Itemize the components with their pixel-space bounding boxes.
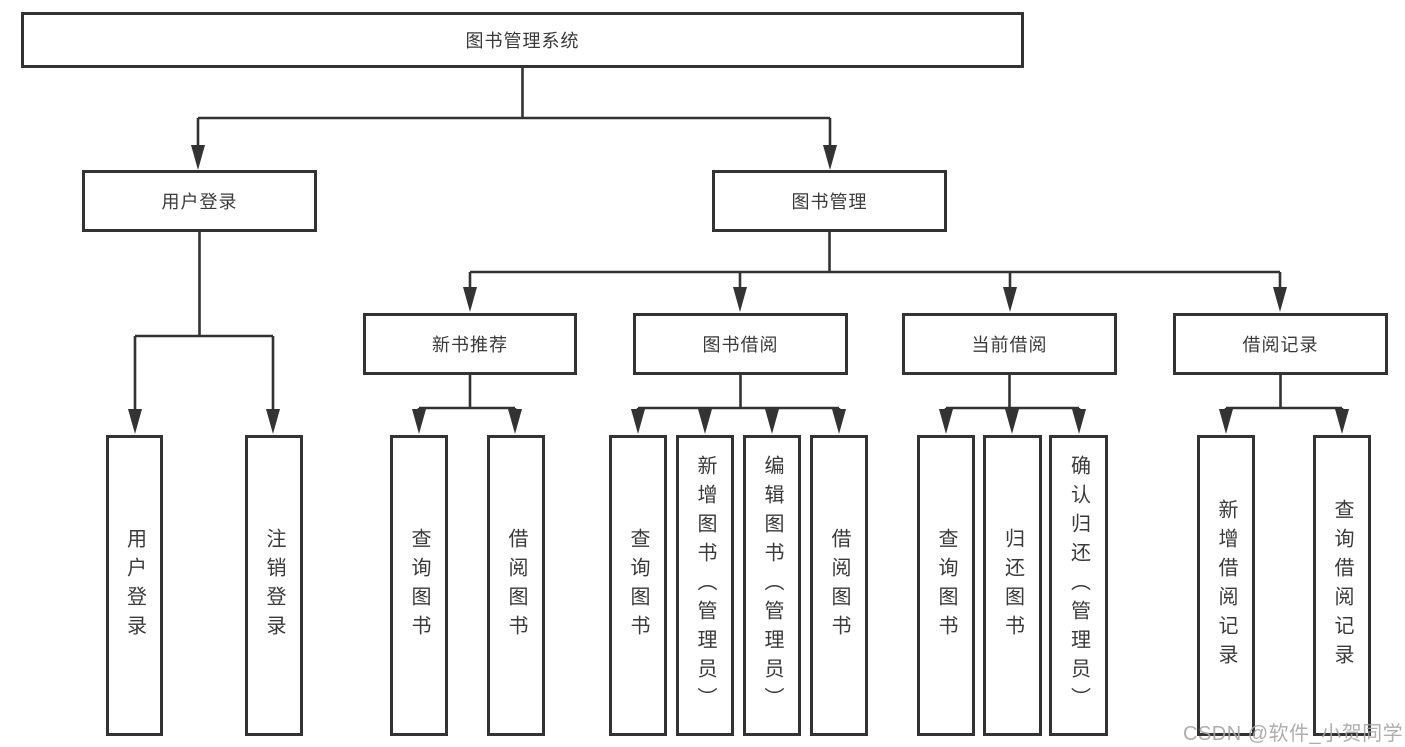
leaf-recommend-query-books-label: 查询图书 (408, 527, 430, 644)
csdn-watermark: CSDN @软件_小贺同学 (1183, 723, 1404, 745)
leaf-current-confirm-return-label: 确认归还（管理员） (1067, 455, 1090, 716)
leaf-recommend-query-books: 查询图书 (390, 435, 448, 736)
node-user-login: 用户登录 (82, 170, 317, 232)
node-book-borrowing: 图书借阅 (633, 313, 848, 375)
node-current-borrowing-label: 当前借阅 (971, 335, 1048, 355)
leaf-borrowing-borrow-books-label: 借阅图书 (828, 527, 850, 644)
leaf-records-add-record: 新增借阅记录 (1197, 435, 1255, 736)
leaf-current-return-books: 归还图书 (983, 435, 1042, 736)
leaf-borrowing-borrow-books: 借阅图书 (810, 435, 868, 736)
leaf-current-return-books-label: 归还图书 (1001, 527, 1024, 644)
leaf-records-query-record-label: 查询借阅记录 (1331, 498, 1353, 673)
leaf-records-add-record-label: 新增借阅记录 (1215, 498, 1237, 673)
leaf-borrowing-add-books: 新增图书（管理员） (676, 435, 734, 736)
node-root-label: 图书管理系统 (465, 31, 580, 51)
leaf-recommend-borrow-books: 借阅图书 (487, 435, 545, 736)
leaf-borrowing-query-books: 查询图书 (609, 435, 667, 736)
leaf-current-query-books-label: 查询图书 (935, 527, 957, 644)
node-root: 图书管理系统 (21, 12, 1024, 68)
leaf-user-login-label: 用户登录 (123, 527, 146, 644)
leaf-records-query-record: 查询借阅记录 (1313, 435, 1371, 736)
leaf-user-login: 用户登录 (106, 435, 163, 736)
node-book-borrowing-label: 图书借阅 (702, 335, 779, 355)
leaf-current-confirm-return: 确认归还（管理员） (1049, 435, 1108, 736)
leaf-borrowing-query-books-label: 查询图书 (627, 527, 649, 644)
leaf-borrowing-edit-books: 编辑图书（管理员） (743, 435, 801, 736)
leaf-current-query-books: 查询图书 (917, 435, 975, 736)
node-borrowing-records-label: 借阅记录 (1242, 335, 1319, 355)
node-borrowing-records: 借阅记录 (1173, 313, 1388, 375)
leaf-borrowing-add-books-label: 新增图书（管理员） (694, 455, 716, 716)
node-new-book-recommend: 新书推荐 (363, 313, 577, 375)
leaf-borrowing-edit-books-label: 编辑图书（管理员） (761, 455, 783, 716)
node-book-management: 图书管理 (712, 170, 947, 232)
arrowheads (128, 145, 1349, 434)
node-current-borrowing: 当前借阅 (902, 313, 1117, 375)
node-user-login-label: 用户登录 (161, 192, 238, 212)
node-book-management-label: 图书管理 (791, 192, 868, 212)
leaf-logout-label: 注销登录 (263, 527, 285, 644)
node-new-book-recommend-label: 新书推荐 (432, 335, 508, 355)
leaf-recommend-borrow-books-label: 借阅图书 (505, 527, 527, 644)
leaf-logout: 注销登录 (245, 435, 303, 736)
